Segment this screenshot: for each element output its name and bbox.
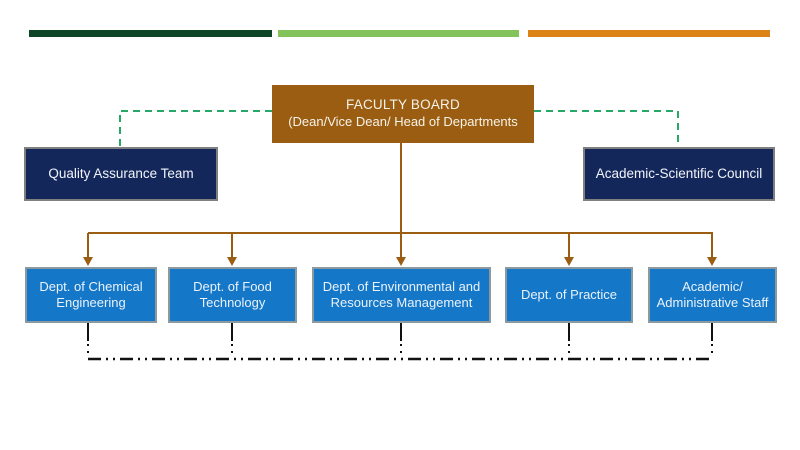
dept-food-technology-box: Dept. of Food Technology bbox=[168, 267, 297, 323]
dept-environmental-resources-box: Dept. of Environmental and Resources Man… bbox=[312, 267, 491, 323]
dept-chemical-engineering-box: Dept. of Chemical Engineering bbox=[25, 267, 157, 323]
dept-practice-label: Dept. of Practice bbox=[520, 286, 618, 302]
top-accent-bar-light-green bbox=[278, 30, 519, 37]
arrowhead-dept-3 bbox=[396, 257, 406, 266]
faculty-board-subtitle: (Dean/Vice Dean/ Head of Departments bbox=[288, 114, 518, 130]
dept-chemical-engineering-label: Dept. of Chemical Engineering bbox=[39, 278, 143, 310]
arrowhead-dept-5 bbox=[707, 257, 717, 266]
faculty-board-title: FACULTY BOARD bbox=[346, 97, 460, 113]
faculty-board-box: FACULTY BOARD (Dean/Vice Dean/ Head of D… bbox=[272, 85, 534, 143]
academic-scientific-council-label: Academic-Scientific Council bbox=[595, 165, 763, 181]
dashed-connector-academic-council bbox=[534, 110, 679, 147]
dept-food-technology-label: Dept. of Food Technology bbox=[193, 278, 272, 310]
dept-environmental-resources-label: Dept. of Environmental and Resources Man… bbox=[322, 278, 481, 310]
academic-administrative-staff-label: Academic/ Administrative Staff bbox=[656, 278, 769, 310]
arrowhead-dept-4 bbox=[564, 257, 574, 266]
arrowhead-dept-1 bbox=[83, 257, 93, 266]
dashed-connector-quality-assurance bbox=[119, 110, 272, 147]
dept-practice-box: Dept. of Practice bbox=[505, 267, 633, 323]
quality-assurance-team-label: Quality Assurance Team bbox=[48, 165, 194, 181]
academic-scientific-council-box: Academic-Scientific Council bbox=[583, 147, 775, 201]
academic-administrative-staff-box: Academic/ Administrative Staff bbox=[648, 267, 777, 323]
arrowhead-dept-2 bbox=[227, 257, 237, 266]
quality-assurance-team-box: Quality Assurance Team bbox=[24, 147, 218, 201]
top-accent-bar-orange bbox=[528, 30, 770, 37]
top-accent-bar-dark-green bbox=[29, 30, 272, 37]
